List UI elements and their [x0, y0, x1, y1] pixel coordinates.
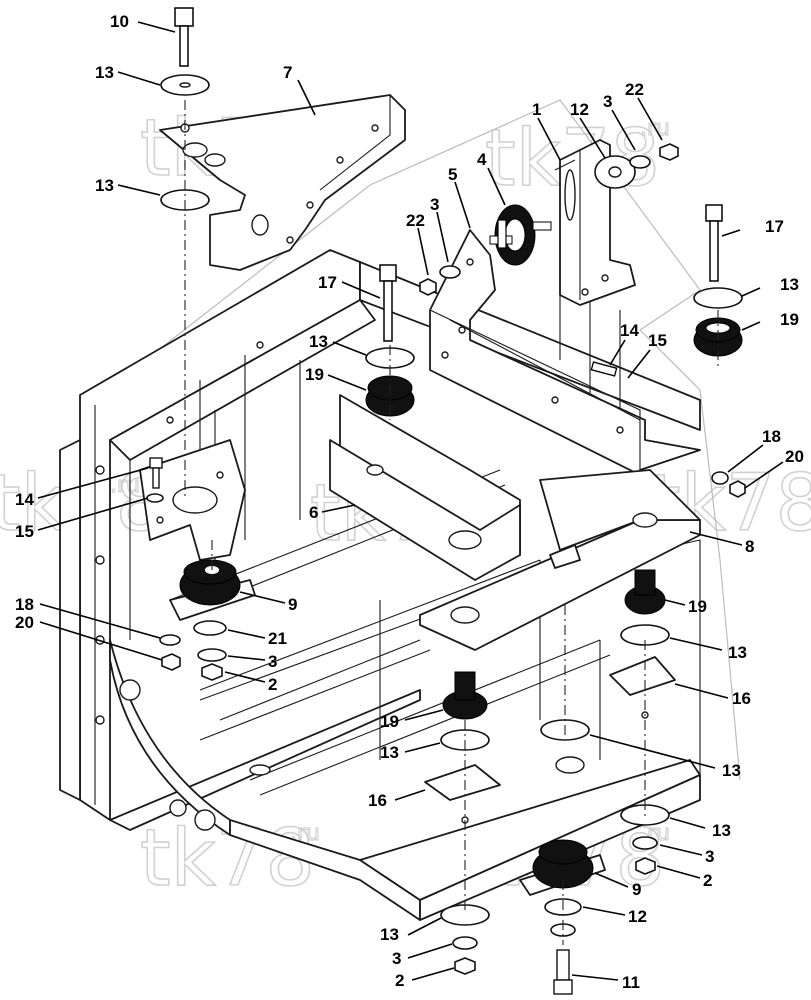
callout-12: 12 — [628, 907, 647, 926]
callout-16: 16 — [732, 689, 751, 708]
callout-20: 20 — [785, 447, 804, 466]
callout-2: 2 — [703, 871, 712, 890]
callouts: 10 7 13 13 1 12 3 22 4 5 22 3 17 17 13 1… — [15, 12, 804, 992]
callout-7: 7 — [283, 63, 292, 82]
callout-9: 9 — [632, 880, 641, 899]
callout-18: 18 — [15, 595, 34, 614]
callout-6: 6 — [309, 503, 318, 522]
callout-17: 17 — [765, 217, 784, 236]
callout-2: 2 — [268, 675, 277, 694]
callout-14: 14 — [15, 490, 34, 509]
callout-3: 3 — [392, 949, 401, 968]
callout-4: 4 — [477, 150, 487, 169]
callout-19: 19 — [380, 712, 399, 731]
callout-19: 19 — [305, 365, 324, 384]
callout-19: 19 — [688, 597, 707, 616]
nuts — [161, 143, 746, 975]
part-7-bracket — [159, 94, 406, 271]
callout-20: 20 — [15, 613, 34, 632]
callout-22: 22 — [625, 80, 644, 99]
callout-1: 1 — [532, 100, 541, 119]
callout-19: 19 — [780, 310, 799, 329]
callout-13: 13 — [380, 925, 399, 944]
callout-8: 8 — [745, 537, 754, 556]
callout-15: 15 — [15, 522, 34, 541]
callout-16: 16 — [368, 791, 387, 810]
callout-13: 13 — [380, 743, 399, 762]
callout-3: 3 — [705, 847, 714, 866]
callout-13: 13 — [722, 761, 741, 780]
callout-13: 13 — [95, 176, 114, 195]
part-6-tray — [329, 394, 521, 581]
callout-15: 15 — [648, 331, 667, 350]
callout-18: 18 — [762, 427, 781, 446]
callout-13: 13 — [712, 821, 731, 840]
callout-10: 10 — [110, 12, 129, 31]
bolts — [149, 7, 723, 995]
callout-13: 13 — [728, 643, 747, 662]
callout-13: 13 — [309, 332, 328, 351]
part-5-support — [429, 229, 701, 476]
callout-3: 3 — [268, 652, 277, 671]
callout-13: 13 — [95, 63, 114, 82]
callout-9: 9 — [288, 595, 297, 614]
callout-11: 11 — [622, 973, 640, 992]
part-8-plate — [419, 469, 701, 651]
callout-13: 13 — [780, 275, 799, 294]
callout-5: 5 — [448, 165, 457, 184]
callout-2: 2 — [395, 971, 404, 990]
alignment-lines — [184, 100, 719, 945]
callout-3: 3 — [430, 195, 439, 214]
callout-3: 3 — [603, 92, 612, 111]
callout-14: 14 — [620, 321, 639, 340]
callout-21: 21 — [268, 629, 287, 648]
callout-12: 12 — [570, 100, 589, 119]
part-9-mount-right — [519, 839, 606, 896]
callout-17: 17 — [318, 273, 337, 292]
part-1-bracket — [554, 139, 636, 306]
left-column-bracket — [139, 439, 246, 561]
callout-22: 22 — [406, 211, 425, 230]
